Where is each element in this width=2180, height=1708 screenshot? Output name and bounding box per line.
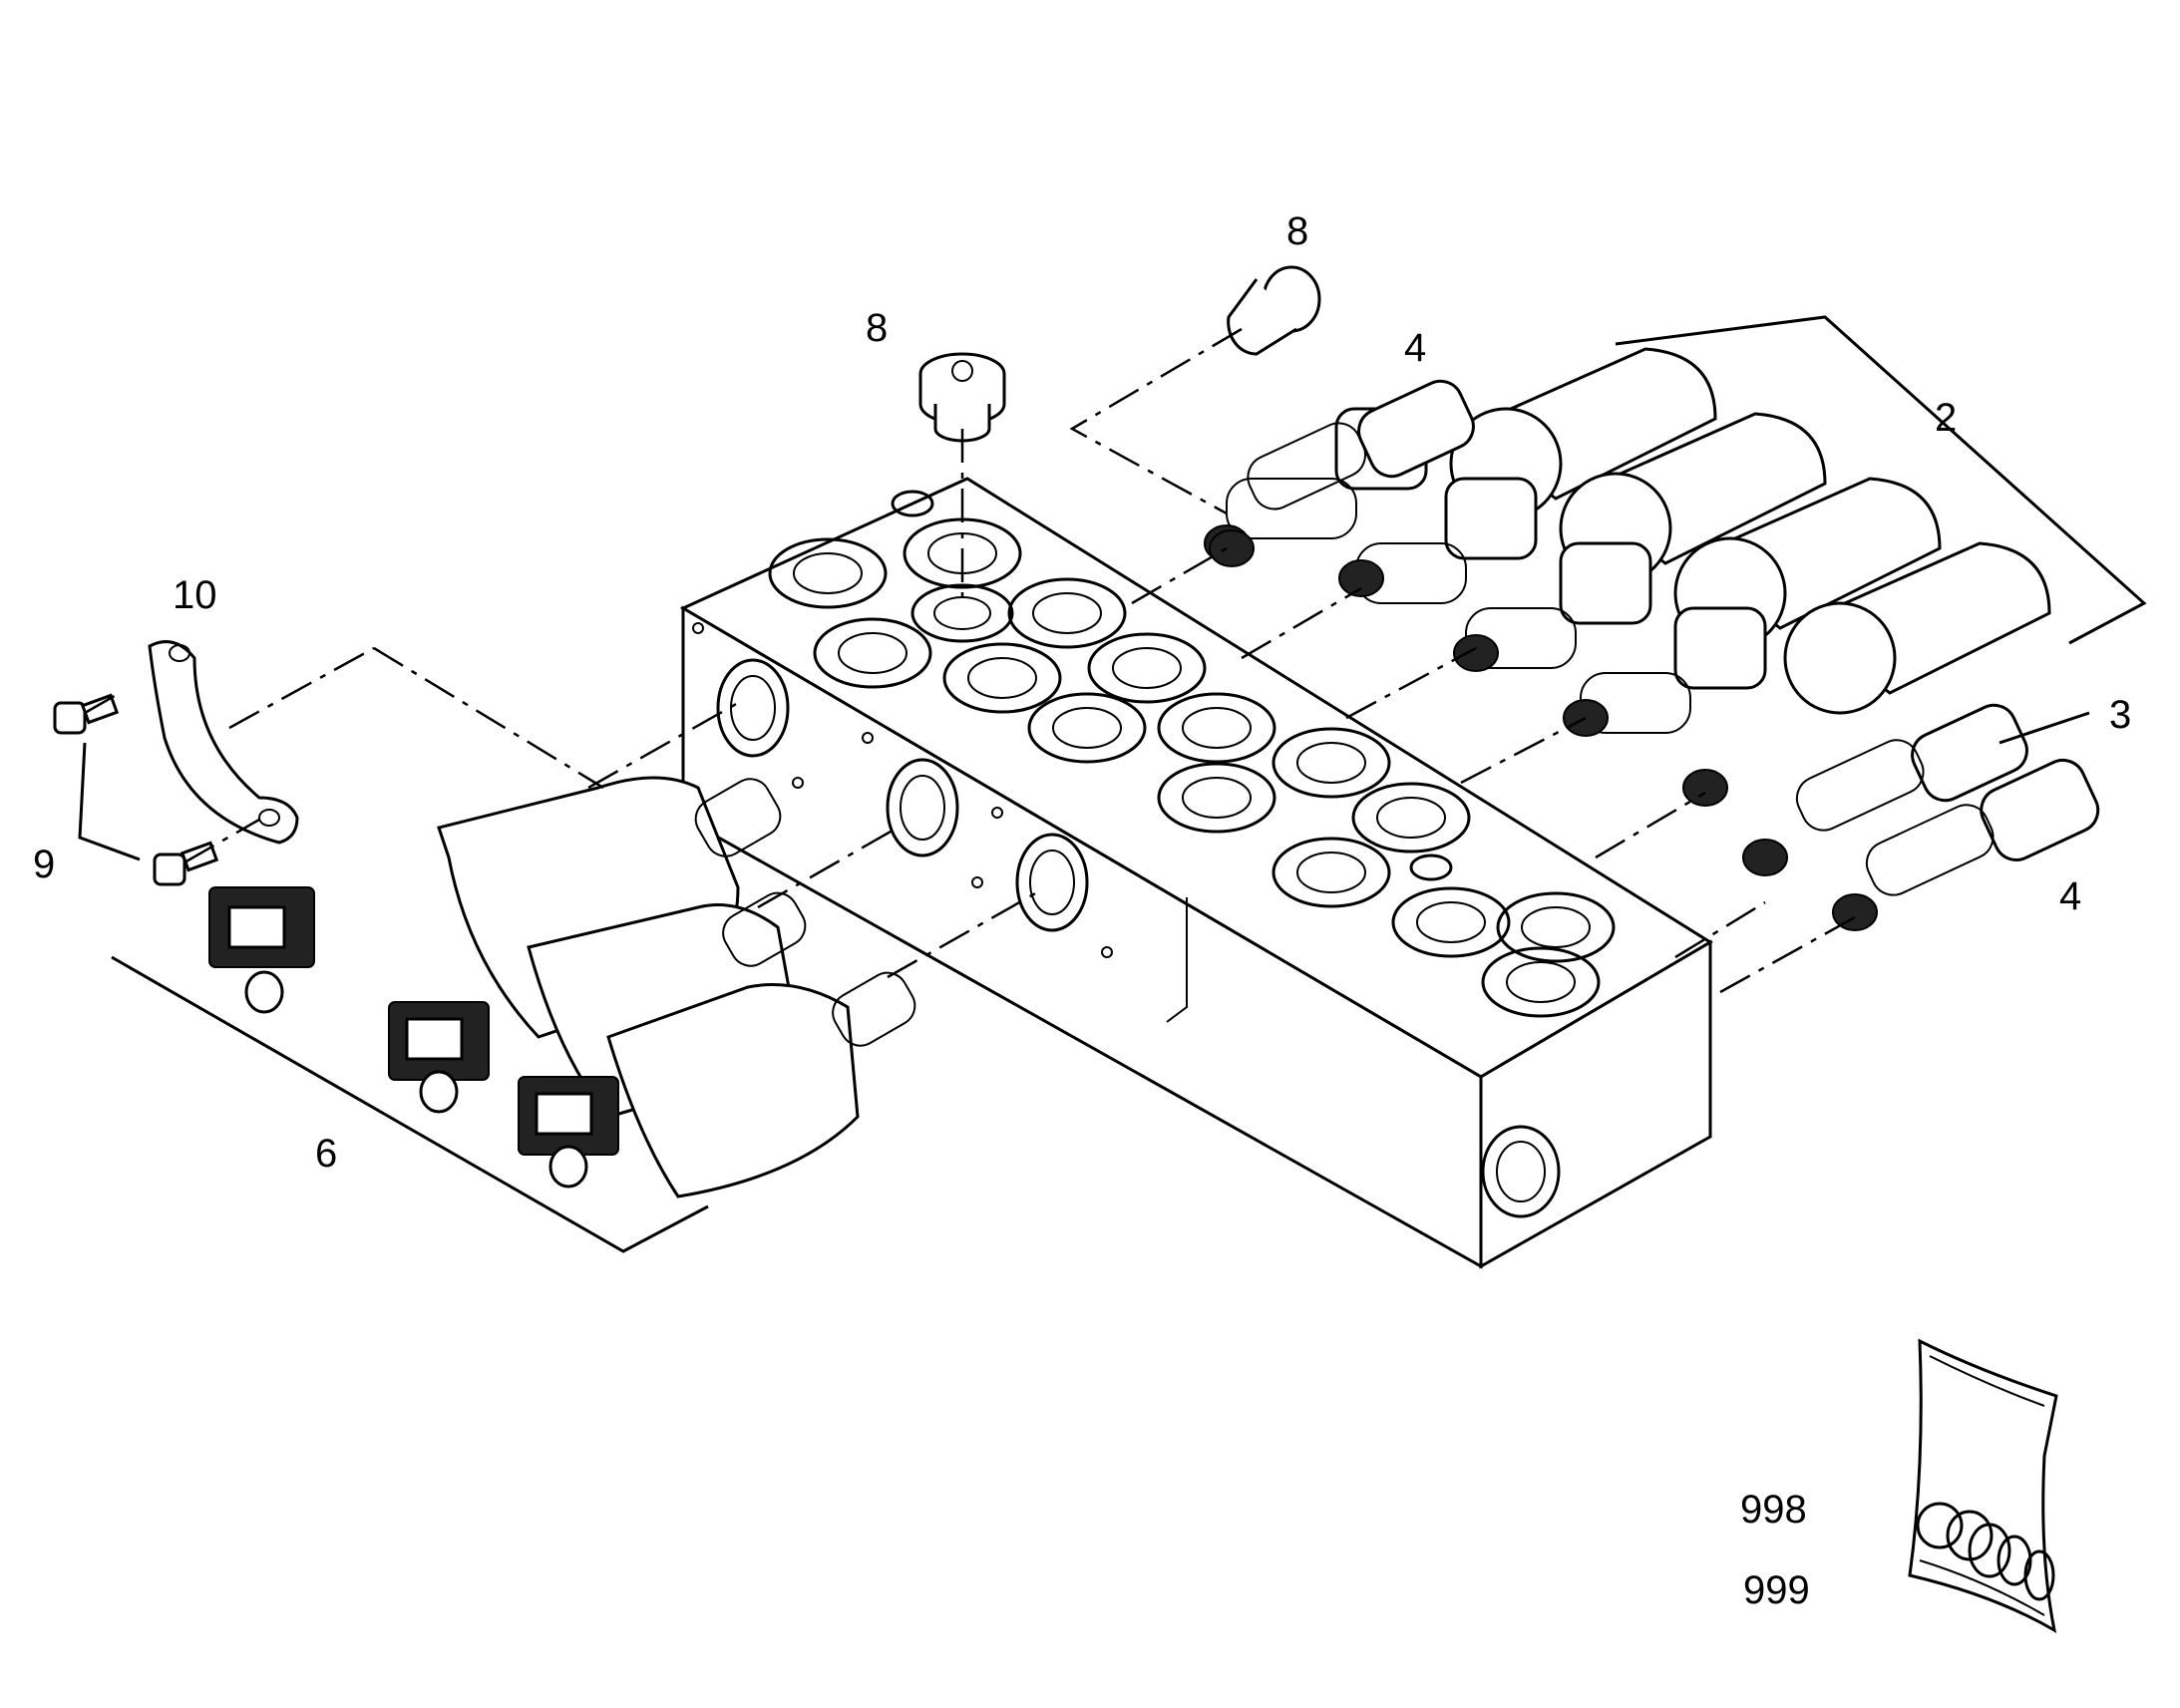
valve-cartridge-3 [1682,703,2028,832]
front-ports [692,622,1113,958]
end-port [1481,1125,1561,1218]
callout-3: 3 [2109,693,2131,737]
callout-labels: 10 9 6 8 8 4 2 3 4 998 999 [33,209,2131,1612]
solenoid-valve-group-2 [1204,315,2147,737]
center-lines [84,327,1856,994]
solenoid-valve [1453,477,1942,672]
callout-4-bottom: 4 [2059,874,2081,918]
screw-9-top [53,693,120,735]
callout-6: 6 [315,1132,337,1176]
plug-left [918,352,1006,443]
valve-cartridge-4-bottom [1742,758,2100,931]
callout-2: 2 [1935,396,1957,440]
valve-block [679,477,1713,1269]
callout-998: 998 [1740,1488,1807,1532]
leader-9 [78,742,141,861]
clamp-bracket-10 [148,640,299,845]
solenoid-valve [518,971,916,1198]
solenoid-valve [1563,541,2051,737]
valve-cartridge-4-top [1209,379,1475,567]
callout-9: 9 [33,843,55,886]
seal-kit-bag [1908,1338,2058,1633]
callout-8-left: 8 [866,306,888,350]
leader-3 [1998,711,2090,745]
plug-right [1227,265,1321,356]
callout-8-right: 8 [1286,209,1308,253]
solenoid-valve-group-6 [111,776,916,1253]
callout-10: 10 [173,573,217,617]
callout-4-top: 4 [1404,326,1426,370]
callout-999: 999 [1743,1568,1810,1612]
